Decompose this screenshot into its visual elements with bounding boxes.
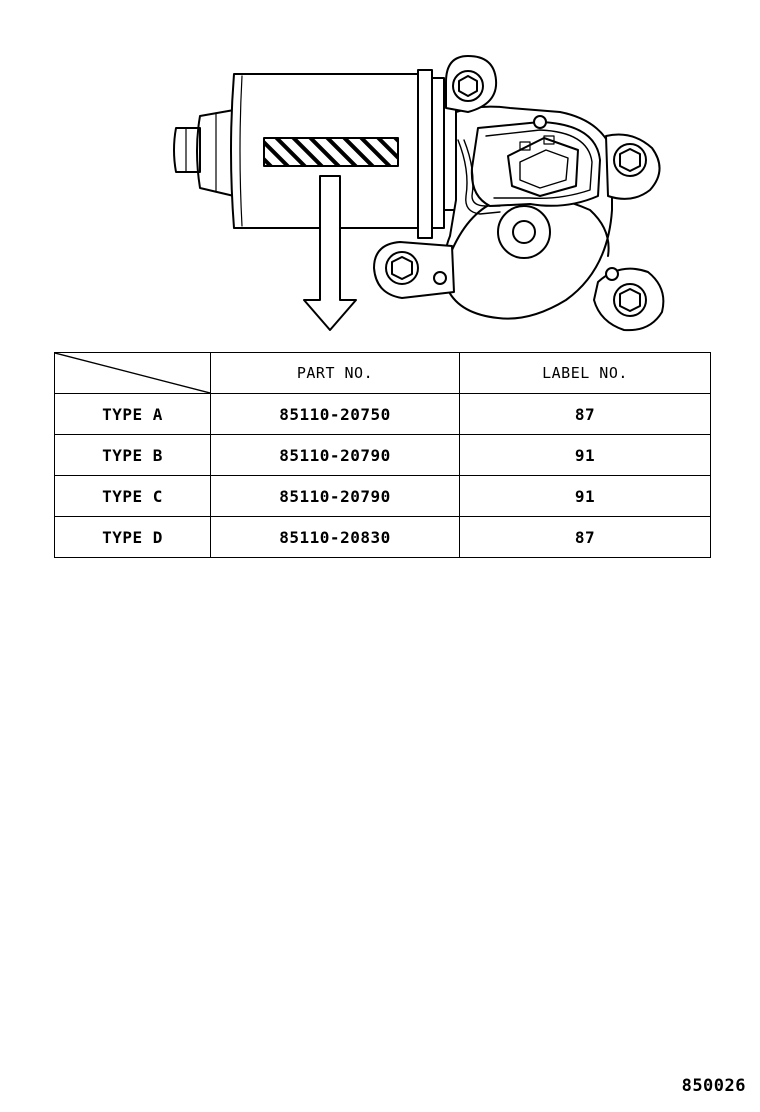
- header-part-no: PART NO.: [210, 352, 460, 394]
- label-no-cell: 87: [459, 516, 711, 558]
- motor-shaft: [173, 127, 201, 173]
- mount-ear-left: [373, 241, 455, 299]
- wiper-motor-diagram: [173, 55, 665, 332]
- parts-table: PART NO. LABEL NO. TYPE A 85110-20750 87…: [54, 352, 711, 558]
- header-label-no: LABEL NO.: [459, 352, 711, 394]
- table-row: TYPE A 85110-20750 87: [54, 393, 711, 435]
- type-cell: TYPE B: [54, 434, 211, 476]
- part-no-cell: 85110-20750: [210, 393, 460, 435]
- table-row: TYPE B 85110-20790 91: [54, 434, 711, 476]
- label-no-cell: 91: [459, 434, 711, 476]
- part-no-cell: 85110-20790: [210, 434, 460, 476]
- table-row: TYPE C 85110-20790 91: [54, 475, 711, 517]
- label-no-cell: 87: [459, 393, 711, 435]
- mount-ear-right-bottom: [593, 267, 665, 332]
- part-no-cell: 85110-20790: [210, 475, 460, 517]
- label-arrow: [303, 175, 357, 331]
- part-no-cell: 85110-20830: [210, 516, 460, 558]
- table-corner-cell: [54, 352, 211, 394]
- table-row: TYPE D 85110-20830 87: [54, 516, 711, 558]
- diagonal-slash: [55, 353, 210, 393]
- type-cell: TYPE D: [54, 516, 211, 558]
- motor-flange: [417, 69, 433, 239]
- mount-ear-right-top: [605, 133, 661, 200]
- type-cell: TYPE C: [54, 475, 211, 517]
- table-header-row: PART NO. LABEL NO.: [54, 352, 711, 394]
- diagram-code: 850026: [681, 1076, 746, 1096]
- label-location-hatch: [263, 137, 399, 167]
- label-no-cell: 91: [459, 475, 711, 517]
- type-cell: TYPE A: [54, 393, 211, 435]
- motor-end-cap: [196, 109, 235, 197]
